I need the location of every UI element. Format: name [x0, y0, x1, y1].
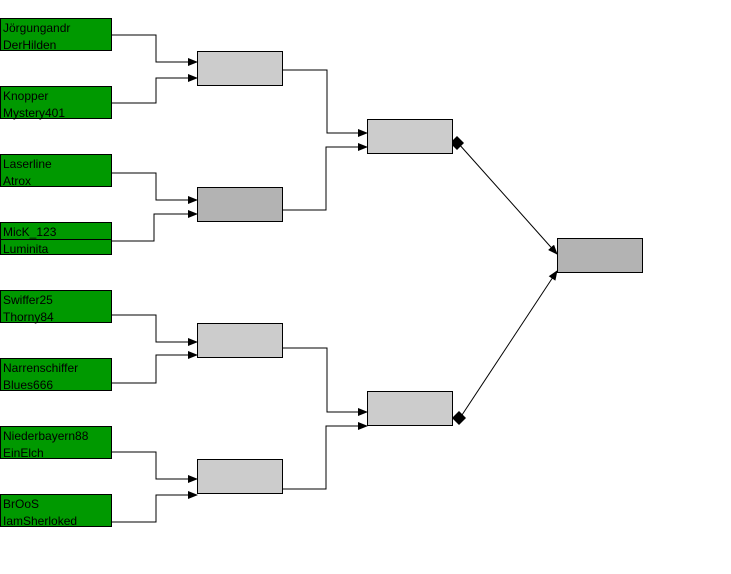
semifinal-box-1	[367, 119, 453, 154]
connector	[283, 347, 368, 416]
match-box-r1-2-b: MicK_123 Luminita	[0, 222, 112, 256]
connector	[112, 210, 198, 242]
connector	[112, 451, 198, 483]
match-box-r1-3-a: Swiffer25 Thorny84	[0, 290, 112, 324]
match-box-r1-1-b: Knopper Mystery401	[0, 86, 112, 120]
connector	[112, 351, 198, 384]
quarterfinal-box-4	[197, 459, 283, 494]
team-name: Thorny84	[3, 310, 54, 324]
connector	[112, 74, 198, 104]
team-name: Niederbayern88	[3, 429, 89, 443]
connector	[112, 34, 198, 66]
connector	[283, 422, 368, 490]
team-name: Luminita	[3, 242, 49, 256]
connector	[112, 491, 198, 523]
team-name: Mystery401	[3, 106, 66, 120]
row-divider	[1, 239, 111, 240]
connector	[283, 69, 368, 137]
team-name: BrOoS	[3, 497, 40, 511]
diamond-connector	[452, 411, 466, 425]
team-name: Blues666	[3, 378, 54, 392]
connector	[457, 142, 558, 255]
match-box-r1-1-a: Jörgungandr DerHilden	[0, 18, 112, 52]
connector	[459, 270, 558, 419]
team-name: Jörgungandr	[3, 21, 71, 35]
team-name: Knopper	[3, 89, 49, 103]
connector	[112, 314, 198, 346]
team-name: EinElch	[3, 446, 44, 460]
connector	[283, 143, 368, 211]
match-box-r1-2-a: Laserline Atrox	[0, 154, 112, 188]
team-name: Swiffer25	[3, 293, 53, 307]
team-name: MicK_123	[3, 225, 57, 239]
match-box-r1-4-b: BrOoS IamSherloked	[0, 494, 112, 528]
team-name: DerHilden	[3, 38, 57, 52]
team-name: Laserline	[3, 157, 52, 171]
quarterfinal-box-1	[197, 51, 283, 86]
team-name: Narrenschiffer	[3, 361, 79, 375]
team-name: Atrox	[3, 174, 32, 188]
final-box	[557, 238, 643, 273]
match-box-r1-4-a: Niederbayern88 EinElch	[0, 426, 112, 460]
quarterfinal-box-3	[197, 323, 283, 358]
quarterfinal-box-2	[197, 187, 283, 222]
diamond-connector	[450, 136, 464, 150]
connector	[112, 172, 198, 204]
match-box-r1-3-b: Narrenschiffer Blues666	[0, 358, 112, 392]
team-name: IamSherloked	[3, 514, 78, 528]
semifinal-box-2	[367, 391, 453, 426]
